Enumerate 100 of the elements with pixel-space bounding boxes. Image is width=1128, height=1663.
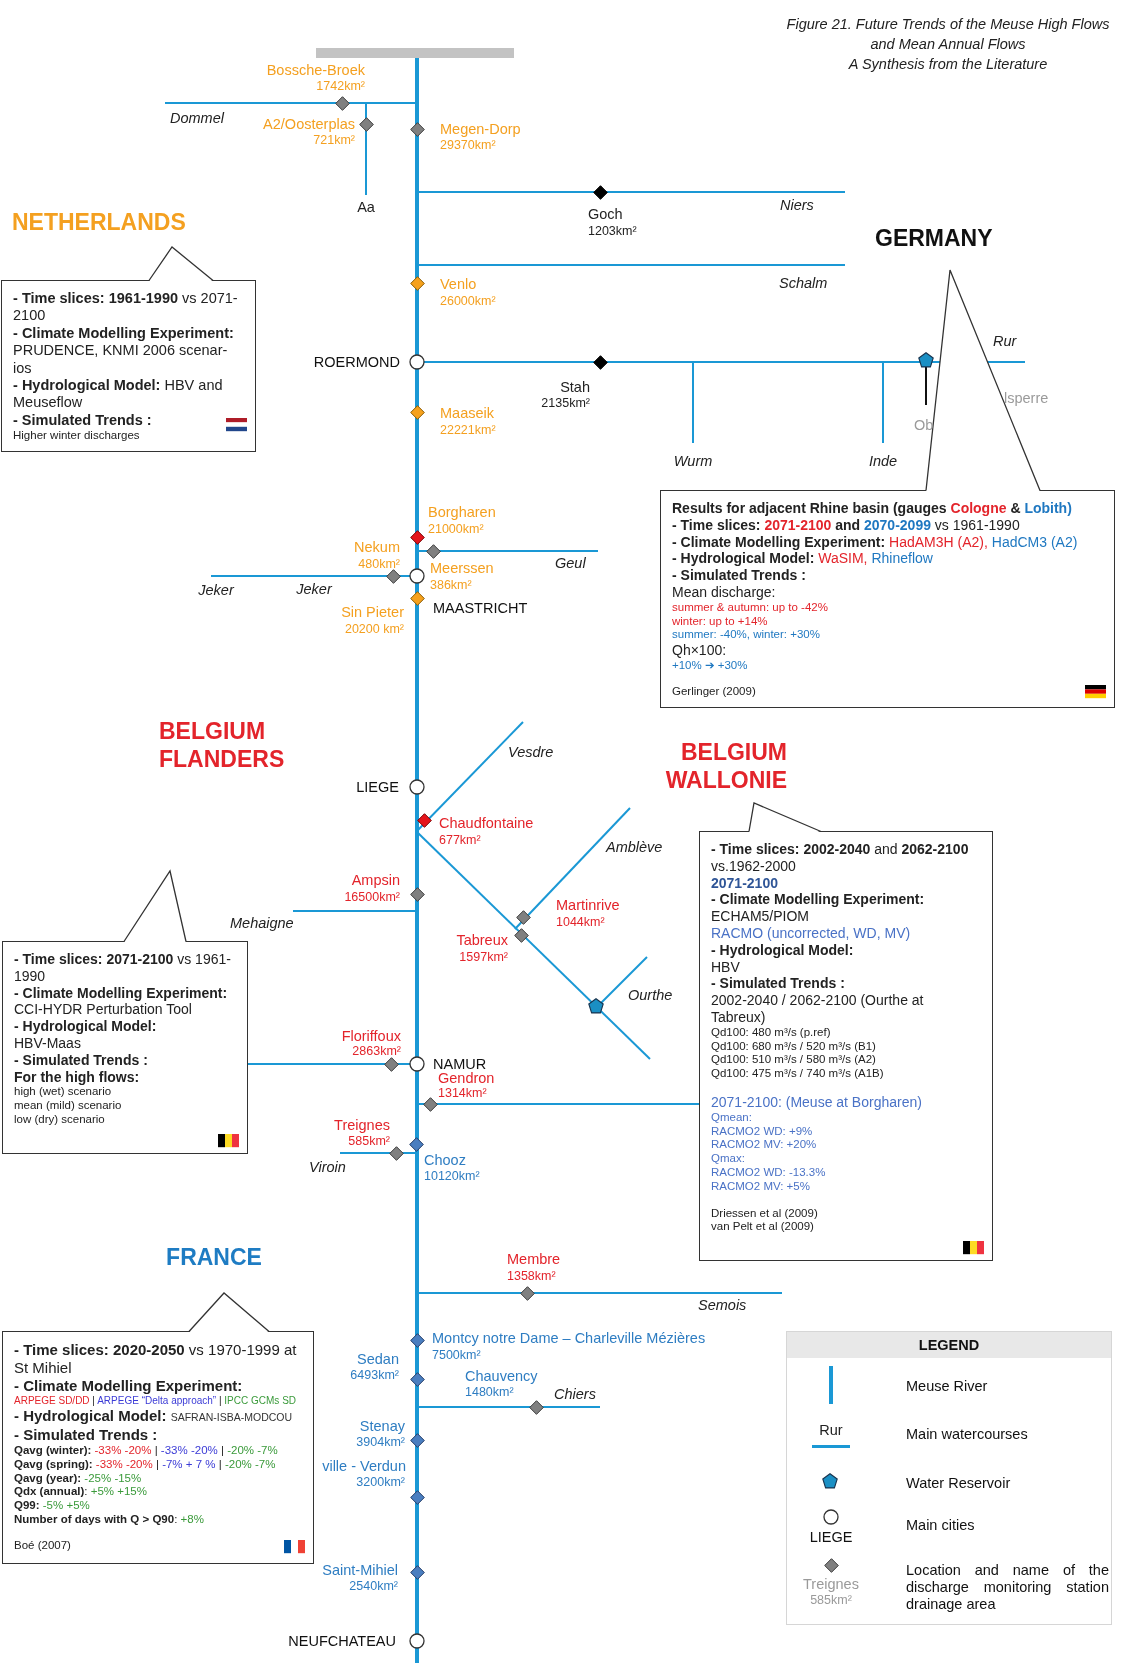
drainage-area: 2863km² [352,1043,401,1059]
trend-text: Q99: -5% +5% [14,1499,90,1513]
station-name: Sedan [357,1350,399,1368]
detail-text: Qd100: 680 m³/s / 520 m³/s (B1) [711,1039,876,1054]
citation-text: Driessen et al (2009) [711,1206,818,1221]
detail-text: RACMO2 WD: -13.3% [711,1165,826,1180]
country-name: NETHERLANDS [12,208,186,236]
station-name: Venlo [440,275,477,293]
drainage-area: 1597km² [459,949,508,965]
detail-text: ARPEGE SD/DD | ARPEGE “Delta approach” | IPCC GCMs SD [14,1395,297,1407]
detail-text: summer & autumn: up to -42% [672,600,828,615]
drainage-area: 585km² [348,1133,390,1149]
station-name: Membre [507,1250,561,1268]
station-name: lsperre [1004,389,1049,407]
city-name: NEUFCHATEAU [288,1632,396,1650]
city-name: MAASTRICHT [433,599,528,617]
river-name: Mehaigne [230,914,294,932]
drainage-area: 10120km² [424,1168,480,1184]
figure-subtitle: A Synthesis from the Literature [848,55,1048,73]
station-name: ville - Verdun [322,1457,406,1475]
trend-text: Qavg (spring): -33% -20% | -7% + 7 % | -20% -7% [14,1457,276,1472]
river-name: Wurm [673,452,713,470]
country-name: BELGIUM FLANDERS [159,717,285,773]
detail-text: Qmean: [711,1110,752,1125]
section-heading: - Simulated Trends : [672,567,806,584]
station-name: Ob [914,416,934,434]
country-name: FRANCE [166,1243,262,1271]
detail-text: summer: -40%, winter: +30% [672,628,820,643]
body-text: HBV-Maas [14,1035,81,1052]
body-text: 2002-2040 / 2062-2100 (Ourthe at Tabreux) [711,992,925,1026]
trend-text: Qavg (year): -25% -15% [14,1471,142,1486]
detail-text: Qd100: 510 m³/s / 580 m³/s (A2) [711,1053,876,1068]
bullet-text: - Hydrological Model: HBV and Meuseflow [13,377,224,412]
section-heading: - Climate Modelling Experiment: [14,1377,243,1395]
river-name: Ourthe [628,986,673,1004]
drainage-area: 16500km² [344,889,400,905]
drainage-area: 1358km² [507,1268,556,1284]
station-name: Ampsin [351,871,400,889]
drainage-area: 2135km² [541,395,590,411]
river-name: Aa [357,198,375,216]
station-name: Sin Pieter [341,603,404,621]
river-name: Niers [780,196,814,214]
legend-label: Main cities [906,1516,975,1534]
detail-text: winter: up to +14% [672,614,768,629]
callout-box [699,831,993,1262]
country-name: BELGIUM WALLONIE [665,738,787,794]
drainage-area: 21000km² [428,521,484,537]
city-name: ROERMOND [313,353,400,371]
citation-text: van Pelt et al (2009) [711,1220,814,1235]
river-name: Rur [819,1421,843,1439]
drainage-area: 721km² [313,132,355,148]
station-name: Bossche-Broek [266,61,365,79]
legend-label: Meuse River [906,1377,988,1395]
detail-text: high (wet) scenario [14,1085,112,1100]
river-name: Inde [868,452,898,470]
river-name: Amblève [606,838,663,856]
river-name: Jeker [296,580,332,598]
section-heading: For the high flows: [14,1068,140,1086]
river-name: Jeker [198,581,234,599]
callout-box [2,1331,314,1564]
drainage-area: 26000km² [440,293,496,309]
drainage-area: 1742km² [316,78,365,94]
legend-title: LEGEND [787,1332,1111,1358]
drainage-area: 29370km² [440,137,496,153]
drainage-area: 1480km² [465,1384,514,1400]
body-text: Mean discharge: [672,584,776,601]
bullet-text: - Time slices: 2071-2100 and 2070-2099 vs 1961-1990 [672,516,1020,534]
station-name: Gendron [438,1069,495,1087]
city-name: NAMUR [433,1055,487,1072]
bullet-text: - Time slices: 2020-2050 vs 1970-1999 at St Mihiel [14,1341,298,1377]
station-name: Treignes [334,1116,390,1134]
river-name: Rur [993,332,1017,350]
callout-box [1,280,256,453]
detail-text: RACMO2 WD: +9% [711,1124,813,1139]
river-name: Dommel [170,109,224,127]
station-name: Tabreux [456,931,508,949]
station-name: Stah [560,378,590,396]
country-name: GERMANY [875,224,993,252]
bullet-text: - Climate Modelling Experiment: HadAM3H (A2), HadCM3 (A2) [672,533,1078,551]
trend-text: Qavg (winter): -33% -20% | -33% -20% | -20% -7% [14,1444,278,1458]
drainage-area: 3200km² [356,1474,405,1490]
section-heading: - Simulated Trends : [14,1051,148,1069]
city-name: LIEGE [356,778,399,796]
river-name: Chiers [554,1385,596,1403]
detail-text: low (dry) scenario [14,1112,105,1127]
drainage-area: 3904km² [356,1434,405,1450]
city-name: LIEGE [809,1528,853,1546]
station-name: Maaseik [440,404,494,422]
drainage-area: 1203km² [588,223,637,239]
drainage-area: 386km² [430,577,472,593]
station-name: Megen-Dorp [440,120,521,138]
station-name: Floriffoux [341,1027,401,1045]
drainage-area: 2540km² [349,1578,398,1594]
callout-box [2,941,248,1154]
body-text: 2071-2100: (Meuse at Borgharen) [711,1093,922,1111]
bullet-text: - Time slices: 2071-2100 vs 1961-1990 [14,951,232,985]
station-name: Martinrive [556,896,620,914]
body-text: ECHAM5/PIOM [711,908,809,925]
station-name: Chauvency [465,1367,538,1385]
river-name: Viroin [309,1158,346,1176]
